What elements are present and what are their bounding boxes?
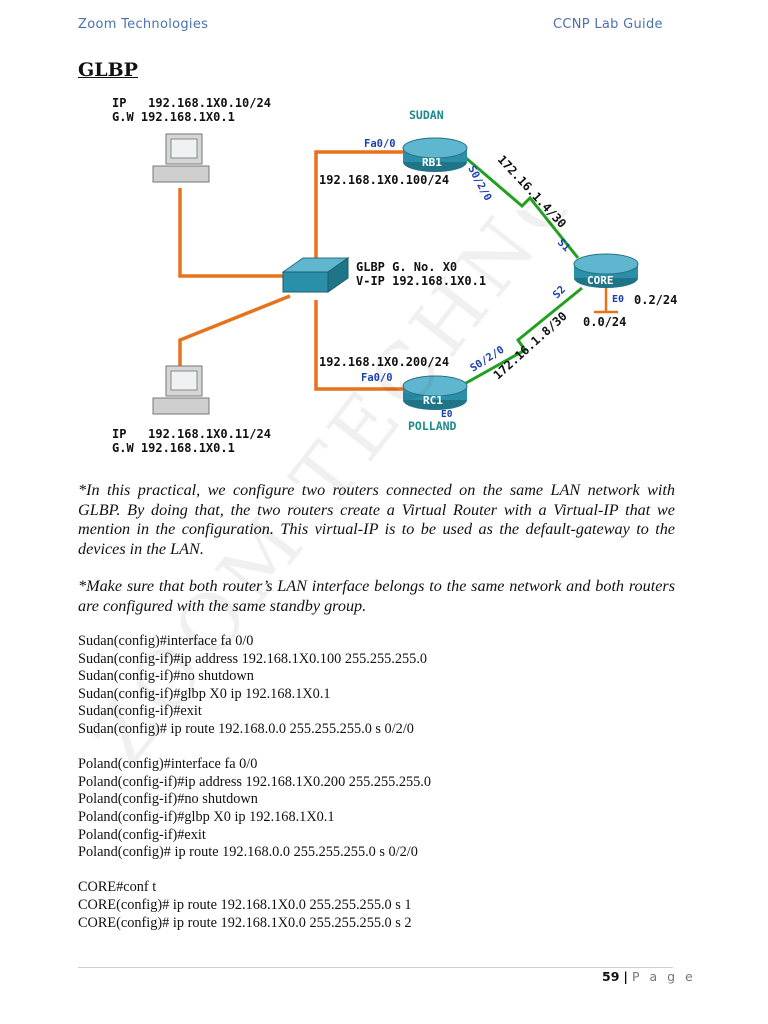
page-title: GLBP <box>78 59 138 81</box>
glbp-group: GLBP G. No. X0 <box>356 260 457 274</box>
header-left: Zoom Technologies <box>78 17 209 32</box>
core-cmd: CORE(config)# ip route 192.168.1X0.0 255… <box>78 896 412 913</box>
polland-router-name: RC1 <box>423 394 443 407</box>
pc-top-gw: G.W 192.168.1X0.1 <box>112 110 235 124</box>
pc-bottom-icon <box>152 365 210 415</box>
poland-cmd: Poland(config-if)#no shutdown <box>78 791 258 808</box>
sudan-cmd: Sudan(config)# ip route 192.168.0.0 255.… <box>78 720 414 737</box>
sudan-fa: Fa0/0 <box>364 138 396 150</box>
network-diagram: IP 192.168.1X0.10/24 G.W 192.168.1X0.1 I… <box>112 96 677 455</box>
pc-bottom-ip: IP 192.168.1X0.11/24 <box>112 427 271 441</box>
switch-icon <box>281 257 350 293</box>
core-cmd: CORE(config)# ip route 192.168.1X0.0 255… <box>78 914 412 931</box>
footer-rule <box>78 967 673 968</box>
router-core-icon <box>573 253 639 288</box>
poland-cmd: Poland(config-if)#glbp X0 ip 192.168.1X0… <box>78 808 335 825</box>
wan-links <box>465 156 583 385</box>
page-number: 59 <box>602 969 620 984</box>
core-router-name: CORE <box>587 274 614 287</box>
pc-top-ip: IP 192.168.1X0.10/24 <box>112 96 271 110</box>
polland-fa: Fa0/0 <box>361 372 393 384</box>
sudan-serial: S0/2/0 <box>465 164 493 203</box>
poland-cmd: Poland(config)# ip route 192.168.0.0 255… <box>78 844 418 861</box>
polland-e0: E0 <box>441 409 453 420</box>
link-bottom-label: 172.16.1.8/30 <box>491 309 570 382</box>
router-rc1-icon <box>402 375 468 410</box>
note-paragraph: *Make sure that both router’s LAN interf… <box>78 577 675 615</box>
core-s1: S1 <box>555 237 572 254</box>
footer-separator: | <box>623 969 628 984</box>
polland-lan-ip: 192.168.1X0.200/24 <box>319 355 449 369</box>
page-footer: 59 | P a g e <box>602 969 696 984</box>
router-rb1-icon <box>402 137 468 172</box>
intro-paragraph: *In this practical, we configure two rou… <box>78 481 675 558</box>
core-e0-ip: 0.2/24 <box>634 293 677 307</box>
poland-cmd: Poland(config-if)#ip address 192.168.1X0… <box>78 773 432 790</box>
polland-name: POLLAND <box>408 419 457 433</box>
sudan-cmd: Sudan(config)#interface fa 0/0 <box>78 633 254 649</box>
sudan-cmd: Sudan(config-if)#no shutdown <box>78 668 254 685</box>
config-commands: Sudan(config)#interface fa 0/0 Sudan(con… <box>78 633 431 932</box>
sudan-router-name: RB1 <box>422 156 442 169</box>
pc-top-icon <box>152 133 210 183</box>
poland-cmd: Poland(config)#interface fa 0/0 <box>78 756 258 773</box>
core-s2: S2 <box>551 284 568 301</box>
spacer <box>78 739 431 757</box>
sudan-name: SUDAN <box>409 108 444 122</box>
glbp-vip: V-IP 192.168.1X0.1 <box>356 274 486 288</box>
poland-cmd: Poland(config-if)#exit <box>78 826 206 843</box>
header-right: CCNP Lab Guide <box>553 17 663 32</box>
sudan-cmd: Sudan(config-if)#ip address 192.168.1X0.… <box>78 650 428 667</box>
core-cmd: CORE#conf t <box>78 879 157 896</box>
pc-bottom-gw: G.W 192.168.1X0.1 <box>112 441 235 455</box>
spacer <box>78 862 431 880</box>
core-net: 0.0/24 <box>583 315 626 329</box>
sudan-cmd: Sudan(config-if)#glbp X0 ip 192.168.1X0.… <box>78 685 331 702</box>
page-word: P a g e <box>631 969 696 984</box>
core-e0: E0 <box>612 294 624 305</box>
sudan-lan-ip: 192.168.1X0.100/24 <box>319 173 449 187</box>
sudan-cmd: Sudan(config-if)#exit <box>78 703 202 720</box>
